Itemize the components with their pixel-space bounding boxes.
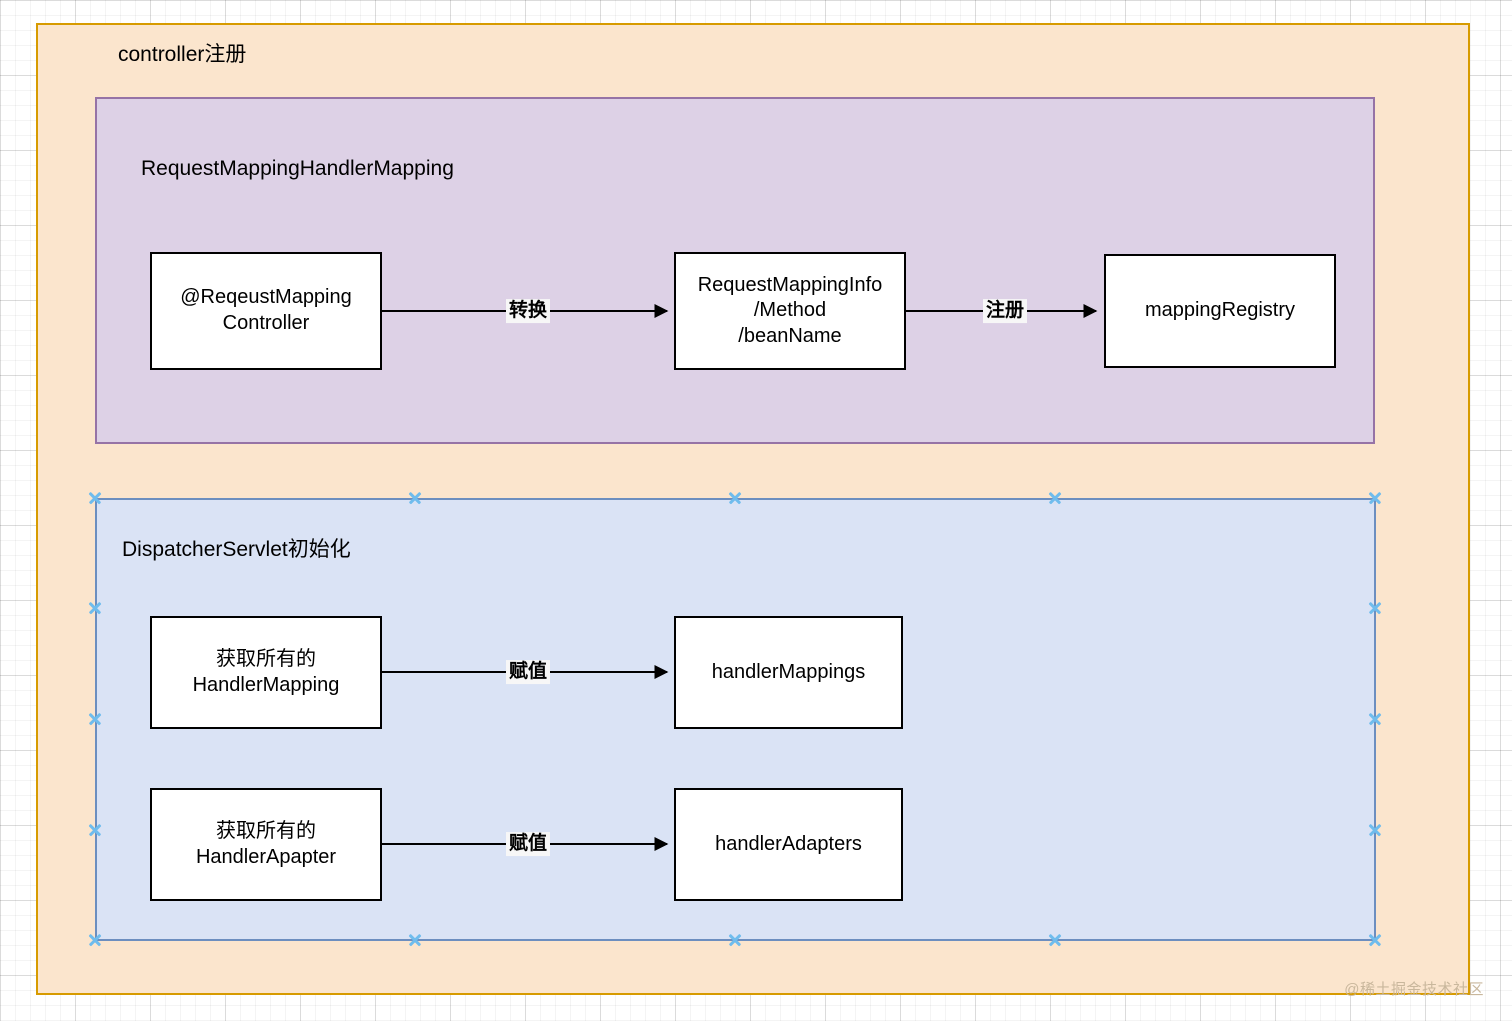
edge-label-convert: 转换 bbox=[505, 299, 551, 323]
resize-handle-left-2[interactable] bbox=[88, 712, 102, 726]
node-get-all-handler-mapping[interactable]: 获取所有的 HandlerMapping bbox=[150, 616, 382, 729]
edge-label-assign-adapters: 赋值 bbox=[505, 832, 551, 856]
container-request-mapping-handler-mapping-title: RequestMappingHandlerMapping bbox=[141, 157, 454, 180]
node-reqeust-mapping-controller[interactable]: @ReqeustMapping Controller bbox=[150, 252, 382, 370]
node-request-mapping-info[interactable]: RequestMappingInfo /Method /beanName bbox=[674, 252, 906, 370]
resize-handle-bottom-1[interactable] bbox=[408, 933, 422, 947]
node-get-all-handler-adapter[interactable]: 获取所有的 HandlerApapter bbox=[150, 788, 382, 901]
node-handler-adapters[interactable]: handlerAdapters bbox=[674, 788, 903, 901]
resize-handle-right-3[interactable] bbox=[1368, 823, 1382, 837]
resize-handle-bottom-right[interactable] bbox=[1368, 933, 1382, 947]
resize-handle-left-3[interactable] bbox=[88, 823, 102, 837]
resize-handle-top-3[interactable] bbox=[1048, 491, 1062, 505]
resize-handle-bottom-2[interactable] bbox=[728, 933, 742, 947]
edge-label-register: 注册 bbox=[982, 299, 1028, 323]
resize-handle-right-2[interactable] bbox=[1368, 712, 1382, 726]
container-controller-registration-title: controller注册 bbox=[118, 43, 247, 66]
edge-label-assign-mappings: 赋值 bbox=[505, 660, 551, 684]
resize-handle-top-left[interactable] bbox=[88, 491, 102, 505]
resize-handle-left-1[interactable] bbox=[88, 601, 102, 615]
resize-handle-bottom-left[interactable] bbox=[88, 933, 102, 947]
resize-handle-right-1[interactable] bbox=[1368, 601, 1382, 615]
resize-handle-top-right[interactable] bbox=[1368, 491, 1382, 505]
container-dispatcher-servlet-init-title: DispatcherServlet初始化 bbox=[122, 538, 351, 561]
node-handler-mappings[interactable]: handlerMappings bbox=[674, 616, 903, 729]
resize-handle-top-1[interactable] bbox=[408, 491, 422, 505]
watermark: @稀土掘金技术社区 bbox=[1344, 981, 1484, 998]
resize-handle-top-2[interactable] bbox=[728, 491, 742, 505]
node-mapping-registry[interactable]: mappingRegistry bbox=[1104, 254, 1336, 368]
resize-handle-bottom-3[interactable] bbox=[1048, 933, 1062, 947]
